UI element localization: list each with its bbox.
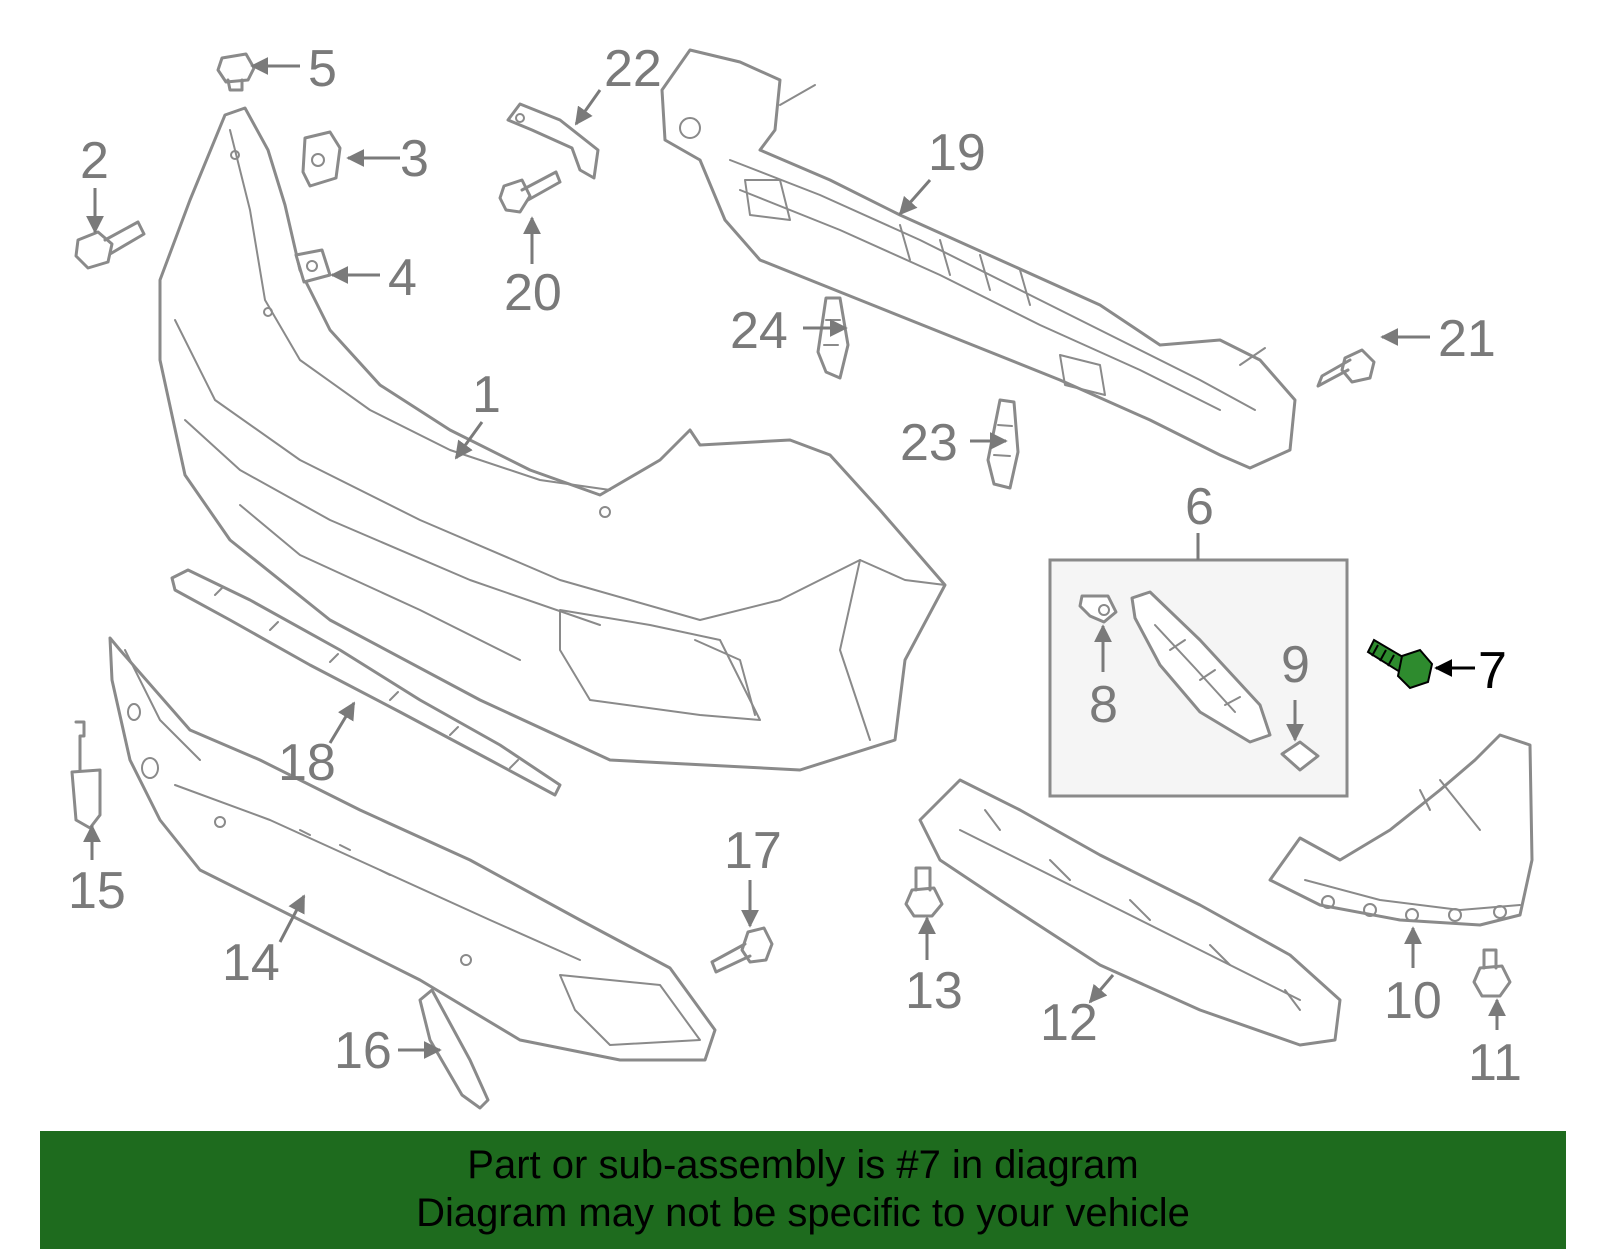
- bolt-part-5[interactable]: [216, 52, 256, 92]
- bolt-part-17[interactable]: [710, 926, 774, 974]
- callout-20: 20: [504, 264, 562, 322]
- bracket-part-22[interactable]: [506, 102, 600, 180]
- splash-shield-part-10[interactable]: [1268, 733, 1534, 927]
- callout-3: 3: [400, 130, 429, 188]
- lower-bumper-part-14[interactable]: [108, 636, 717, 1062]
- callout-6: 6: [1185, 478, 1214, 536]
- callout-7: 7: [1478, 642, 1507, 700]
- highlight-banner: Part or sub-assembly is #7 in diagram Di…: [40, 1131, 1566, 1249]
- bolt-part-7-highlighted[interactable]: [1366, 638, 1434, 690]
- reinforcement-beam-part-19[interactable]: [660, 48, 1297, 470]
- callout-12: 12: [1040, 994, 1098, 1052]
- bracket-part-24[interactable]: [816, 296, 850, 380]
- callout-10: 10: [1384, 972, 1442, 1030]
- bracket-part-23[interactable]: [986, 398, 1020, 490]
- callout-18: 18: [278, 734, 336, 792]
- callout-1: 1: [472, 366, 501, 424]
- callout-5: 5: [308, 40, 337, 98]
- callout-17: 17: [724, 822, 782, 880]
- callout-22: 22: [604, 40, 662, 98]
- callout-9: 9: [1281, 636, 1310, 694]
- callout-8: 8: [1089, 676, 1118, 734]
- nut-part-4[interactable]: [294, 248, 332, 284]
- banner-line-2: Diagram may not be specific to your vehi…: [416, 1191, 1190, 1235]
- callout-numbers: 1 2 3 4 5 6 7 8 9 10 11 12 13 14 15 16 1…: [68, 40, 1522, 1092]
- callout-16: 16: [334, 1022, 392, 1080]
- callout-4: 4: [388, 249, 417, 307]
- callout-15: 15: [68, 862, 126, 920]
- under-cover-part-12[interactable]: [918, 778, 1342, 1047]
- callout-23: 23: [900, 414, 958, 472]
- bolt-part-13[interactable]: [904, 866, 944, 918]
- bolt-part-11[interactable]: [1472, 948, 1512, 998]
- clip-part-3[interactable]: [301, 130, 342, 188]
- callout-21: 21: [1438, 310, 1496, 368]
- bolt-part-21[interactable]: [1316, 348, 1376, 388]
- side-bracket-part-6[interactable]: [1130, 590, 1272, 744]
- callout-2: 2: [80, 132, 109, 190]
- trim-strip-part-18[interactable]: [170, 568, 562, 797]
- callout-11: 11: [1468, 1034, 1522, 1092]
- grommet-part-8[interactable]: [1078, 594, 1118, 624]
- callout-14: 14: [222, 934, 280, 992]
- clip-part-9[interactable]: [1280, 740, 1320, 772]
- callout-13: 13: [905, 962, 963, 1020]
- bolt-part-20[interactable]: [498, 170, 562, 214]
- bolt-part-2[interactable]: [74, 220, 146, 270]
- bumper-cover-part[interactable]: [158, 106, 947, 772]
- banner-line-1: Part or sub-assembly is #7 in diagram: [467, 1143, 1139, 1187]
- tow-hook-cover-part-15[interactable]: [70, 720, 102, 830]
- callout-24: 24: [730, 302, 788, 360]
- callout-19: 19: [928, 124, 986, 182]
- leader-lines: [83, 57, 1506, 1059]
